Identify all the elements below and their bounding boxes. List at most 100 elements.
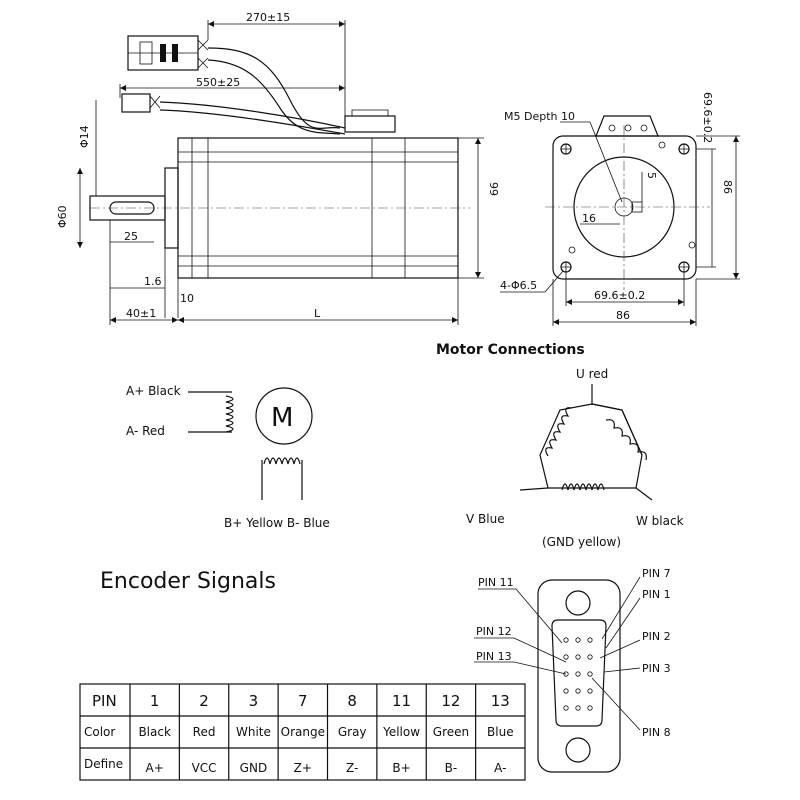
table-cell-pin: 12 [441,692,460,710]
v-label: V Blue [466,512,505,526]
table-cell-color: White [236,725,271,739]
small-hole [658,141,666,149]
pin2-leader [599,639,641,659]
table-cell-color: Black [138,725,171,739]
v-lead [519,487,549,491]
coil-uv [545,407,573,457]
connector-pin [563,705,569,711]
m5-leader [589,121,623,203]
pin3-leader [603,667,641,673]
table-cell-color: Gray [338,725,367,739]
cable-gland-cap [351,109,389,116]
cable-550-label: 550±25 [196,76,240,89]
m5-label: M5 Depth 10 [504,110,575,123]
table-cell-pin: 13 [491,692,510,710]
connector-pin [587,637,593,643]
b-label: B+ Yellow B- Blue [224,516,330,530]
face-height-label: 86 [721,180,734,194]
connector-pin [575,705,581,711]
delta-right [591,403,643,456]
flange-face [552,135,697,280]
holes-leader [544,270,564,293]
motor-symbol-circle [255,387,313,445]
pin13-leader [474,661,567,675]
hole-crosshairs [561,144,689,272]
connector-pin [563,688,569,694]
encoder-cable [207,59,341,135]
cable-cross [149,95,161,109]
pin1-leader [605,597,641,649]
mounting-holes [560,143,690,273]
u-label: U red [576,367,608,381]
table-border [79,683,526,781]
table-cell-pin: 2 [199,692,209,710]
pin7-label: PIN 7 [642,567,671,580]
table-cell-define: A+ [146,761,164,775]
connector-screw [608,124,616,132]
cable-cross [197,39,209,69]
table-cell-pin: 3 [249,692,259,710]
pin8-leader [591,677,641,731]
top-connector-block [595,115,659,137]
coil-vw [561,483,605,491]
table-cell-define: Z+ [294,761,312,775]
side-view: 270±15 550±25 Φ14 Φ60 25 1. [56,11,500,325]
gnd-label: (GND yellow) [542,535,621,549]
pin13-label: PIN 13 [476,650,512,663]
table-row-label-pin: PIN [92,692,117,710]
connector-pin [575,637,581,643]
small-hole [688,241,696,249]
flange-dia-label: Φ60 [56,205,69,228]
pin3-label: PIN 3 [642,662,671,675]
table-cell-color: Green [433,725,469,739]
encoder-cable [207,47,341,129]
hole-spacing-v-label: 69.6±0.2 [701,92,714,143]
pin11-leader [478,588,563,644]
front-view: M5 Depth 10 5 16 69.6±0.2 86 69.6±0.2 86… [500,92,740,326]
motor-connections: Motor Connections U red V Blue W black (… [436,342,684,549]
pin1-label: PIN 1 [642,588,671,601]
connector-pin [575,654,581,660]
table-cell-color: Orange [281,725,325,739]
pin12-label: PIN 12 [476,625,512,638]
table-cell-color: Blue [487,725,514,739]
power-cable [159,101,346,129]
connector-flange [537,579,621,773]
flange-thk-label: 1.6 [144,275,162,288]
w-lead [635,487,653,501]
table-cell-pin: 7 [298,692,308,710]
key-len-label: 25 [124,230,138,243]
pin8-label: PIN 8 [642,726,671,739]
body-len-label: L [314,307,321,320]
table-cell-pin: 11 [392,692,411,710]
connector-pin [563,671,569,677]
connector-screw-hole-top [565,590,591,616]
table-cell-define: B+ [392,761,410,775]
stepper-wiring: A+ Black A- Red M B+ Yellow B- Blue [126,384,330,530]
coil-b [263,457,301,465]
connector-pins [563,637,593,711]
power-cable [159,109,346,135]
connector-screw [640,124,648,132]
connector-pin [563,654,569,660]
motor-connections-title: Motor Connections [436,342,585,358]
connector-pin [587,654,593,660]
encoder-title: Encoder Signals [100,569,276,594]
pin2-label: PIN 2 [642,630,671,643]
connector-pin [587,671,593,677]
cable-gland [344,115,396,133]
holes-label: 4-Φ6.5 [500,279,537,292]
connector-screw-hole-bottom [565,737,591,763]
body-height-label: 99 [487,182,500,196]
motor-symbol: M [271,403,293,433]
small-hole [568,246,576,254]
shaft [89,195,166,221]
face-width-label: 86 [616,309,630,322]
db15-connector: PIN 11 PIN 12 PIN 13 PIN 7 PIN 1 PIN 2 P… [474,567,671,773]
table-cell-define: GND [240,761,268,775]
table-cell-color: Yellow [382,725,420,739]
table-cell-define: B- [445,761,458,775]
coil-uw [605,419,647,461]
connector-pin [575,671,581,677]
pin12-leader [474,637,567,663]
